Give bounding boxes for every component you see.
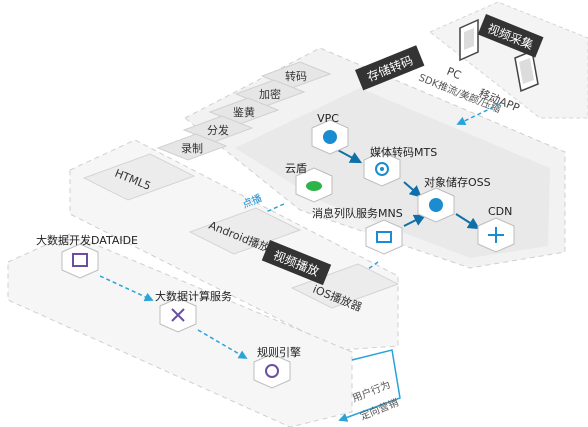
cdn-label: CDN [488,205,512,218]
pc-label: PC [445,65,463,83]
cloud-icon [323,130,337,144]
cdn-node: CDN [477,205,515,253]
storage-layer: 存储转码 SDK推流/美颜/压缩 转码 加密 鉴黄 分发 录制 [156,45,566,269]
rules-icon [265,364,279,378]
compute-icon [171,308,185,322]
svg-text:录制: 录制 [181,142,203,155]
transcode-icon [375,162,389,176]
mns-label: 消息列队服务MNS [312,206,403,220]
pc-device-icon [459,18,479,62]
shield-icon [306,181,322,191]
oss-node: 对象储存OSS [417,175,491,223]
function-tile-record: 录制 [156,133,228,161]
rules-node: 规则引擎 [253,345,301,389]
capture-layer: 视频采集 PC 移动APP [429,1,588,119]
queue-icon [376,231,392,243]
vpc-node: VPC [311,112,349,155]
mts-node: 媒体转码MTS [363,145,437,187]
svg-text:鉴黄: 鉴黄 [233,105,255,119]
mobile-device-icon [514,49,539,93]
oss-label: 对象储存OSS [424,175,491,189]
capture-title-bg [477,14,544,58]
html5-player: HTML5 [82,153,196,201]
svg-text:分发: 分发 [207,123,229,137]
svg-text:转码: 转码 [285,69,307,83]
shield-node: 云盾 [285,162,333,203]
svg-text:加密: 加密 [259,87,281,101]
dataide-label: 大数据开发DATAIDE [36,233,138,247]
playback-layer: 点播 直播 HTML5 Android播放器 iOS播放器 视频播放 [69,139,400,351]
compute-label: 大数据计算服务 [155,289,232,303]
storage-bucket-icon [429,198,443,212]
compute-node: 大数据计算服务 [155,289,232,333]
playback-title-bg [261,240,332,286]
network-icon [488,227,504,243]
data-dev-icon [72,253,88,267]
storage-title-bg [355,45,425,91]
vpc-label: VPC [317,112,339,125]
rules-label: 规则引擎 [257,345,301,359]
dataide-node: 大数据开发DATAIDE [36,233,138,279]
shield-label: 云盾 [285,162,307,175]
mts-label: 媒体转码MTS [370,145,437,159]
mns-node: 消息列队服务MNS [312,206,403,255]
